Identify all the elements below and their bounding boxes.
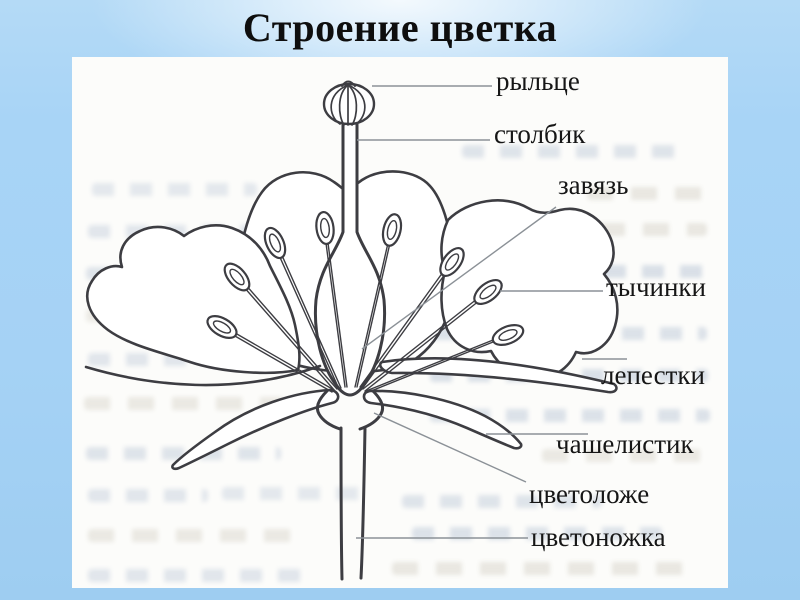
ghost-text-row [84, 397, 284, 410]
label-sepal: чашелистик [556, 429, 694, 459]
pedicel-stalk [359, 426, 367, 580]
stamen [354, 213, 403, 388]
stamen [263, 226, 342, 390]
ghost-text-row [222, 487, 372, 500]
label-stamens: тычинки [606, 272, 706, 302]
stamen [365, 323, 525, 394]
ghost-text-row [402, 495, 602, 508]
stamen [362, 278, 503, 392]
leader-line-receptacle [373, 412, 527, 483]
ghost-text-row [92, 183, 257, 196]
label-ovary: завязь [558, 170, 629, 200]
sepals-group [171, 388, 523, 471]
ghost-text-row [412, 527, 662, 540]
leader-lines [356, 85, 627, 539]
stamen [315, 210, 348, 388]
petal-left [86, 224, 301, 375]
receptacle-outline [315, 389, 342, 431]
ghost-text-row [88, 489, 208, 502]
label-stigma: рыльце [496, 66, 580, 96]
stamen [206, 315, 335, 393]
petal-right [440, 199, 619, 380]
label-receptacle: цветоложе [529, 479, 650, 509]
stamen [359, 247, 465, 390]
ghost-text-row [542, 449, 707, 462]
ghost-text-row [587, 187, 707, 200]
page-title: Строение цветка [242, 5, 558, 50]
ghost-text-row [462, 145, 687, 158]
stamens-group [206, 210, 525, 394]
label-pedicel: цветоножка [531, 522, 666, 552]
stigma-head [322, 80, 376, 126]
petal-left-lower-edge [84, 364, 322, 387]
ghost-text-row [88, 569, 303, 582]
ghost-text-row [392, 562, 692, 575]
leader-line-ovary [361, 206, 557, 350]
ghost-text-row [88, 529, 293, 542]
petal-right-lower [378, 357, 618, 394]
ghost-text-row [430, 409, 710, 422]
receptacle-outline [358, 389, 385, 431]
pedicel-stalk [339, 426, 344, 581]
label-style: столбик [494, 119, 586, 149]
ovary-and-style [313, 118, 387, 397]
ghost-text-row [86, 447, 281, 460]
sepal-left [171, 388, 340, 471]
stamen [223, 262, 338, 392]
sepal-right [362, 389, 523, 450]
pistil-group [313, 80, 387, 581]
label-petals: лепестки [601, 360, 705, 390]
